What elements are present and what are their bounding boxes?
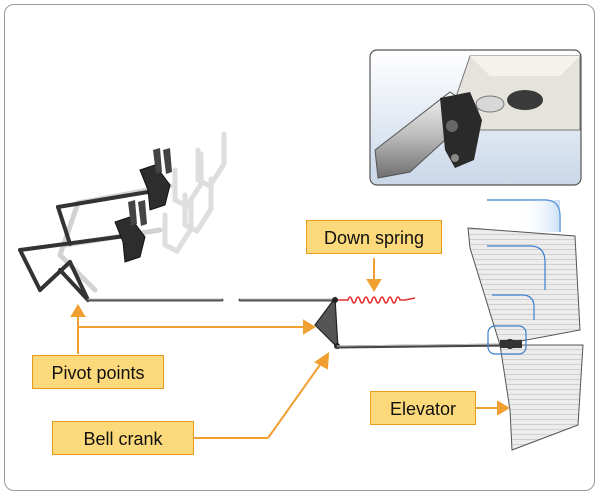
bell-crank <box>314 296 340 350</box>
elevator-hinge <box>500 339 522 349</box>
down-spring-label: Down spring <box>306 220 442 254</box>
elevator-surface <box>499 344 584 451</box>
horizontal-stabilizer <box>467 227 581 346</box>
bell-crank-label: Bell crank <box>52 421 194 455</box>
pivot-points-label: Pivot points <box>32 355 164 389</box>
push-rod-aft <box>238 298 335 302</box>
deflection-highlight <box>520 200 560 232</box>
control-yoke-lower <box>114 200 147 263</box>
push-rod-forward <box>86 298 224 302</box>
leader-lines <box>70 258 510 439</box>
control-column <box>18 190 150 302</box>
control-yoke-upper <box>139 148 172 211</box>
elevator-label: Elevator <box>370 391 476 425</box>
down-spring <box>333 296 416 304</box>
hinge-detail-inset <box>369 49 582 186</box>
elevator-push-rod <box>335 343 514 349</box>
